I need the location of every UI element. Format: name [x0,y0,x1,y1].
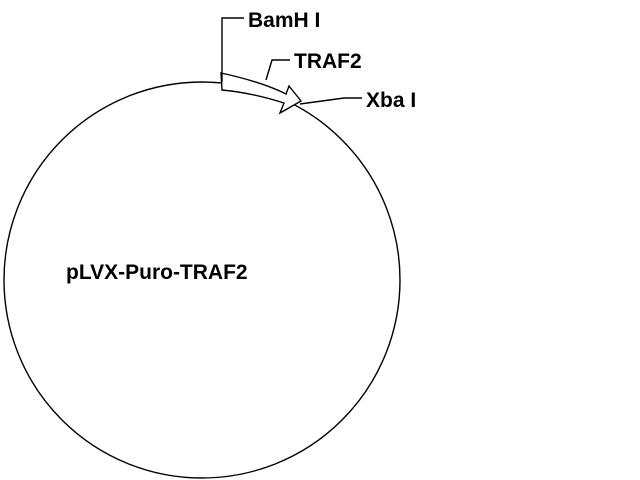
xbai-leader-line [299,97,362,105]
traf2-leader-line [265,59,290,81]
traf2-insert-label: TRAF2 [294,50,362,73]
bamhi-site-label: BamH I [248,9,320,32]
traf2-insert-arrow [220,72,303,115]
xbai-site-label: Xba I [366,89,416,112]
plasmid-name-label: pLVX-Puro-TRAF2 [66,261,248,284]
bamhi-leader-line [221,17,244,82]
plasmid-backbone-circle [3,81,401,479]
